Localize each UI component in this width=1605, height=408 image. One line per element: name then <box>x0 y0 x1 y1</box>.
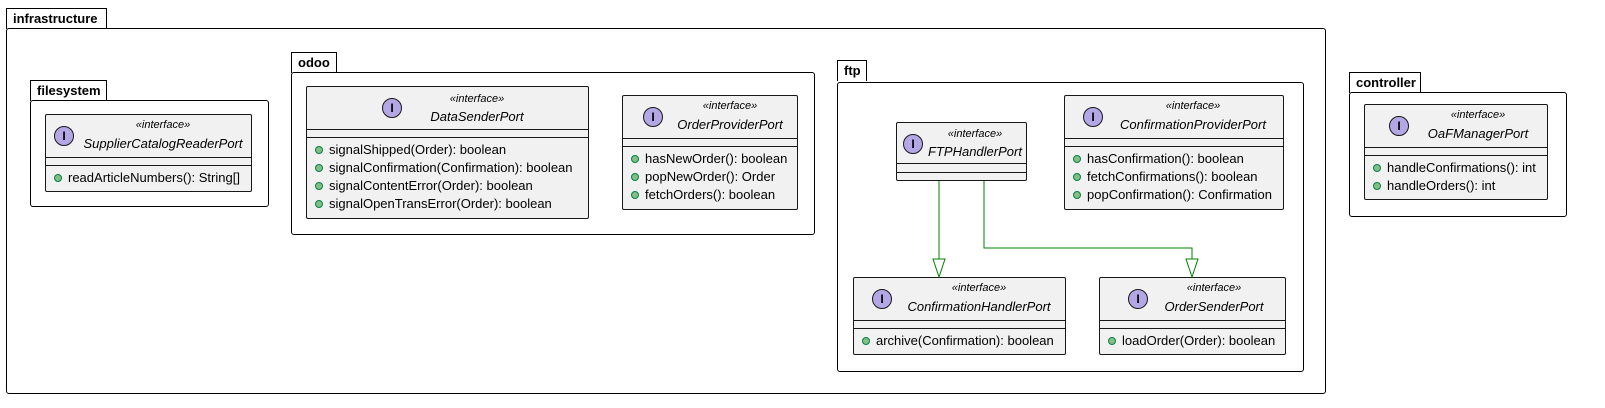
interface-icon: I <box>643 107 663 127</box>
class-order-provider-port: I «interface» OrderProviderPort hasNewOr… <box>622 95 798 210</box>
class-member: loadOrder(Order): boolean <box>1100 332 1285 350</box>
class-member: signalConfirmation(Confirmation): boolea… <box>307 159 588 177</box>
public-method-icon <box>1373 181 1381 190</box>
public-method-icon <box>315 145 323 154</box>
member-text: hasConfirmation(): boolean <box>1087 151 1244 166</box>
package-tab-infrastructure: infrastructure <box>6 8 107 29</box>
package-tab-odoo: odoo <box>291 52 337 73</box>
member-text: signalConfirmation(Confirmation): boolea… <box>329 160 573 175</box>
public-method-icon <box>631 172 639 181</box>
public-method-icon <box>1073 190 1081 199</box>
class-name: ConfirmationProviderPort <box>1120 117 1266 132</box>
public-method-icon <box>1373 163 1381 172</box>
class-stereotype: «interface» <box>1165 100 1221 112</box>
member-text: readArticleNumbers(): String[] <box>68 170 240 185</box>
member-text: signalOpenTransError(Order): boolean <box>329 196 552 211</box>
class-member: archive(Confirmation): boolean <box>854 332 1065 350</box>
package-tab-filesystem: filesystem <box>30 80 107 101</box>
class-ftp-handler-port: I «interface» FTPHandlerPort <box>896 122 1027 181</box>
class-stereotype: «interface» <box>449 93 505 105</box>
class-name: OrderProviderPort <box>677 117 783 132</box>
class-stereotype: «interface» <box>951 282 1007 294</box>
class-member: handleConfirmations(): int <box>1365 159 1547 177</box>
public-method-icon <box>631 154 639 163</box>
interface-icon: I <box>872 289 892 309</box>
class-member: signalContentError(Order): boolean <box>307 177 588 195</box>
class-name: OaFManagerPort <box>1427 126 1529 141</box>
interface-icon: I <box>1083 107 1103 127</box>
package-tab-ftp: ftp <box>837 60 867 81</box>
class-stereotype: «interface» <box>1186 282 1242 294</box>
public-method-icon <box>631 190 639 199</box>
class-oaf-manager-port: I «interface» OaFManagerPort handleConfi… <box>1364 104 1548 200</box>
public-method-icon <box>315 163 323 172</box>
member-text: handleConfirmations(): int <box>1387 160 1536 175</box>
class-member: hasConfirmation(): boolean <box>1065 150 1283 168</box>
interface-icon: I <box>1128 289 1148 309</box>
public-method-icon <box>1108 336 1116 345</box>
member-text: handleOrders(): int <box>1387 178 1496 193</box>
class-stereotype: «interface» <box>135 119 191 131</box>
class-member: popNewOrder(): Order <box>623 168 797 186</box>
public-method-icon <box>1073 172 1081 181</box>
interface-icon: I <box>1389 116 1409 136</box>
class-name: OrderSenderPort <box>1164 299 1264 314</box>
class-member: signalShipped(Order): boolean <box>307 141 588 159</box>
class-member: popConfirmation(): Confirmation <box>1065 186 1283 204</box>
class-stereotype: «interface» <box>1450 109 1506 121</box>
class-member: handleOrders(): int <box>1365 177 1547 195</box>
class-member: signalOpenTransError(Order): boolean <box>307 195 588 213</box>
interface-icon: I <box>54 126 74 146</box>
member-text: popConfirmation(): Confirmation <box>1087 187 1272 202</box>
class-member: fetchOrders(): boolean <box>623 186 797 204</box>
member-text: loadOrder(Order): boolean <box>1122 333 1276 348</box>
public-method-icon <box>315 199 323 208</box>
member-text: signalContentError(Order): boolean <box>329 178 533 193</box>
member-text: signalShipped(Order): boolean <box>329 142 507 157</box>
member-text: popNewOrder(): Order <box>645 169 776 184</box>
member-text: archive(Confirmation): boolean <box>876 333 1054 348</box>
generalization-arrow-icon <box>932 258 946 279</box>
class-data-sender-port: I «interface» DataSenderPort signalShipp… <box>306 86 589 219</box>
public-method-icon <box>54 173 62 182</box>
class-name: DataSenderPort <box>430 109 524 124</box>
class-name: FTPHandlerPort <box>928 144 1022 159</box>
package-tab-controller: controller <box>1349 72 1421 93</box>
edge-ftp-to-order-sender <box>983 181 1193 259</box>
public-method-icon <box>1073 154 1081 163</box>
class-name: ConfirmationHandlerPort <box>907 299 1051 314</box>
member-text: fetchOrders(): boolean <box>645 187 776 202</box>
class-confirmation-provider-port: I «interface» ConfirmationProviderPort h… <box>1064 95 1284 210</box>
interface-icon: I <box>382 98 402 118</box>
generalization-arrow-icon <box>1185 258 1199 279</box>
member-text: fetchConfirmations(): boolean <box>1087 169 1258 184</box>
class-supplier-catalog-reader-port: I «interface» SupplierCatalogReaderPort … <box>45 114 252 192</box>
class-order-sender-port: I «interface» OrderSenderPort loadOrder(… <box>1099 277 1286 355</box>
class-member: fetchConfirmations(): boolean <box>1065 168 1283 186</box>
class-stereotype: «interface» <box>702 100 758 112</box>
member-text: hasNewOrder(): boolean <box>645 151 788 166</box>
class-confirmation-handler-port: I «interface» ConfirmationHandlerPort ar… <box>853 277 1066 355</box>
public-method-icon <box>315 181 323 190</box>
class-member: hasNewOrder(): boolean <box>623 150 797 168</box>
class-stereotype: «interface» <box>947 128 1003 140</box>
class-name: SupplierCatalogReaderPort <box>83 136 243 151</box>
interface-icon: I <box>903 134 923 154</box>
class-member: readArticleNumbers(): String[] <box>46 169 251 187</box>
public-method-icon <box>862 336 870 345</box>
